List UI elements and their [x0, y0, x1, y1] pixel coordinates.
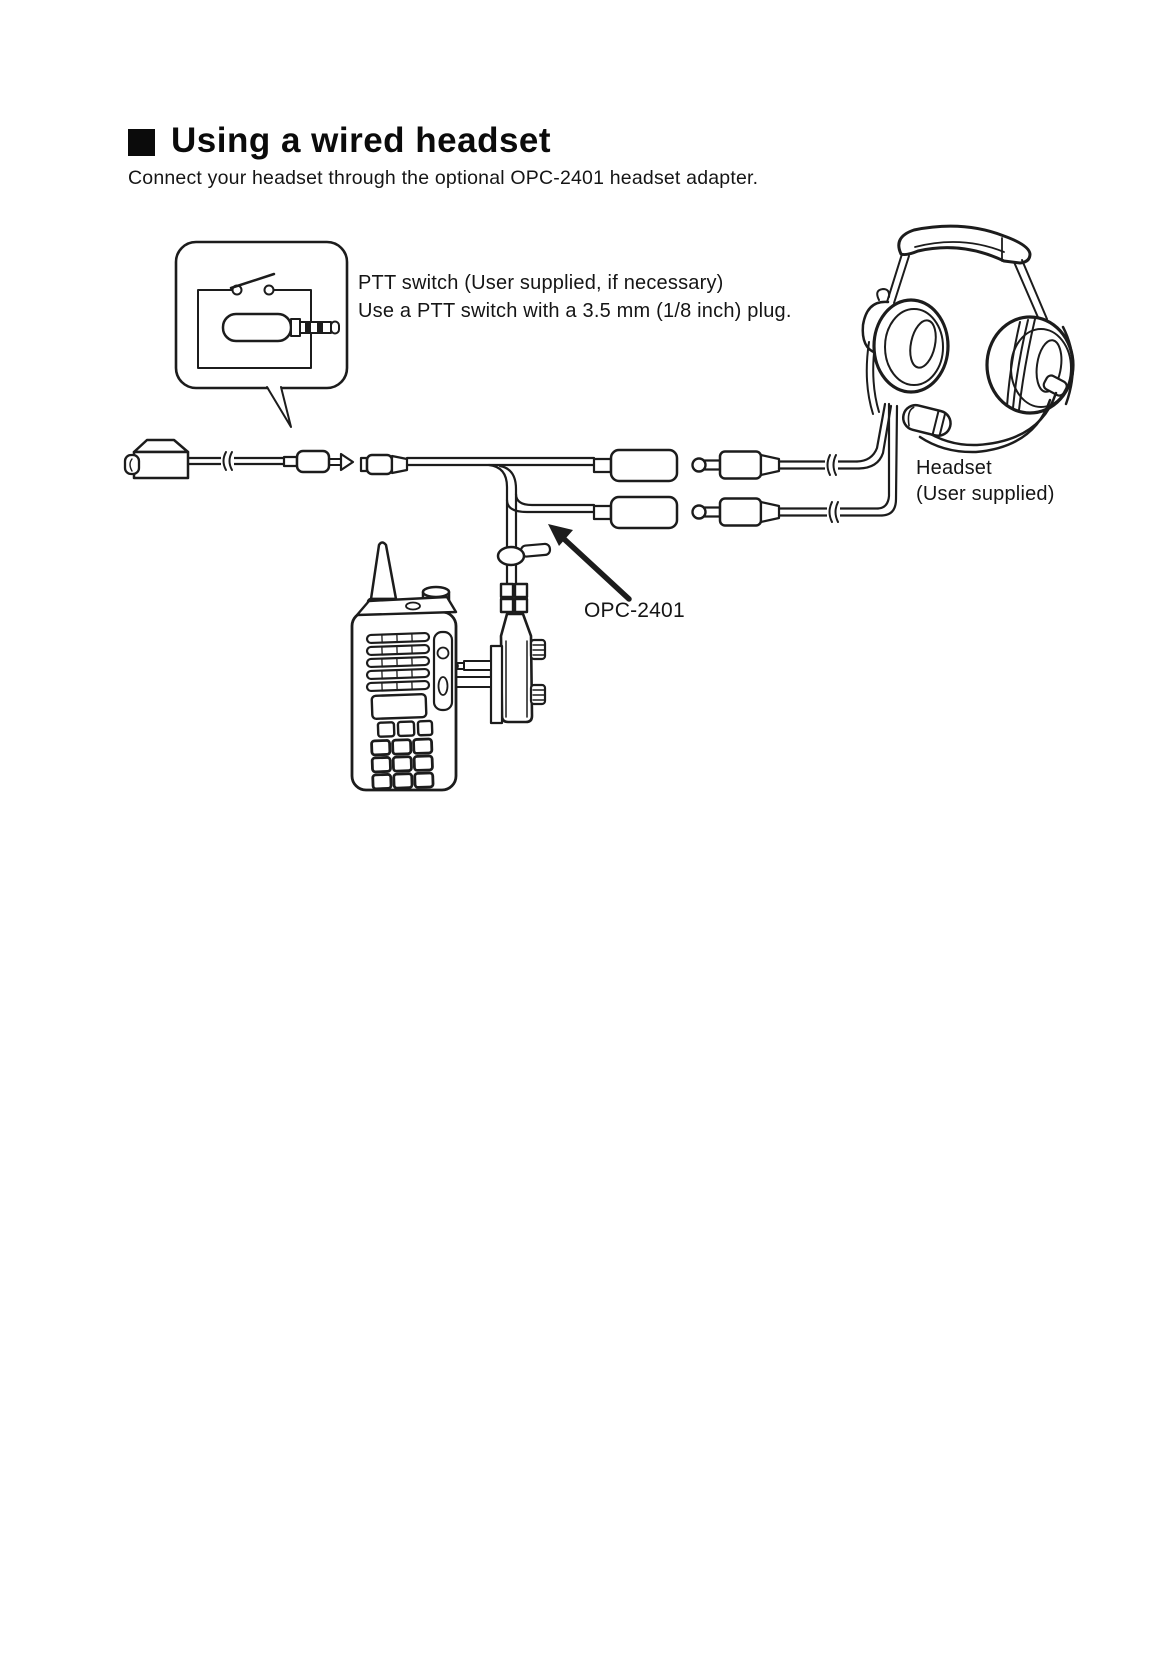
handheld-radio: [350, 541, 458, 792]
ptt-extension-cable: [123, 438, 355, 480]
headset-label-line1: Headset: [916, 457, 992, 479]
headset-socket-lower: [609, 495, 679, 530]
cable-break: [825, 454, 838, 476]
headset-plug-lower: [691, 402, 899, 527]
plug-tip-arrow: [339, 452, 355, 472]
headset-socket-upper: [609, 448, 679, 483]
opc-2401-adapter-cable: [359, 448, 679, 725]
cable-clip: [496, 542, 552, 567]
cable-break: [221, 451, 234, 471]
mic-capsule: [901, 403, 952, 438]
jack-hole: [123, 453, 141, 476]
headset-plug-upper: [691, 402, 893, 480]
speaker-grille: [365, 631, 431, 693]
display-window: [370, 693, 428, 720]
page-subtitle: Connect your headset through the optiona…: [128, 167, 759, 189]
jack-coupler-top: [132, 438, 190, 454]
adapter-radio-connector: [442, 582, 547, 725]
section-bullet-square: [128, 128, 155, 156]
cable-break: [827, 501, 840, 523]
diagram-artwork: [123, 224, 1075, 792]
boom-mic: [901, 374, 1068, 454]
wiring-diagram: PTT switch (User supplied, if necessary)…: [123, 224, 1075, 792]
keypad: [370, 719, 435, 791]
antenna: [369, 541, 398, 601]
side-buttons: [432, 630, 454, 712]
headset-label-line2: (User supplied): [916, 483, 1055, 505]
switch-circuit-wire: [197, 289, 312, 369]
switch-lever: [229, 272, 276, 290]
ptt-note-line1: PTT switch (User supplied, if necessary): [358, 272, 724, 294]
right-strut: [1013, 261, 1041, 323]
aviation-headset: [861, 224, 1075, 454]
plug-3_5mm-illustration: [221, 312, 340, 343]
ptt-note-line2: Use a PTT switch with a 3.5 mm (1/8 inch…: [358, 300, 792, 322]
ptt-switch-callout: [174, 240, 349, 428]
connector-plate: [489, 644, 504, 725]
pointer-arrow: [548, 524, 632, 602]
inline-plug-body: [295, 449, 331, 474]
jack-coupler-body: [132, 450, 190, 480]
right-ear-cup: [985, 315, 1075, 415]
connector-thumbscrews: [529, 638, 547, 706]
left-ear-cup: [861, 288, 950, 415]
adapter-label: OPC-2401: [584, 599, 685, 622]
adapter-ptt-jack: [359, 453, 409, 476]
headset-label: Headset (User supplied): [916, 455, 1055, 507]
top-button: [405, 601, 421, 611]
section-heading: Using a wired headset: [128, 121, 551, 161]
page-title: Using a wired headset: [171, 121, 552, 160]
switch-contact-right: [263, 284, 275, 296]
mic-boom-left: [865, 341, 874, 415]
headband: [897, 224, 1032, 265]
headset-plugs: [691, 402, 899, 527]
ptt-switch-note: PTT switch (User supplied, if necessary)…: [358, 269, 792, 325]
